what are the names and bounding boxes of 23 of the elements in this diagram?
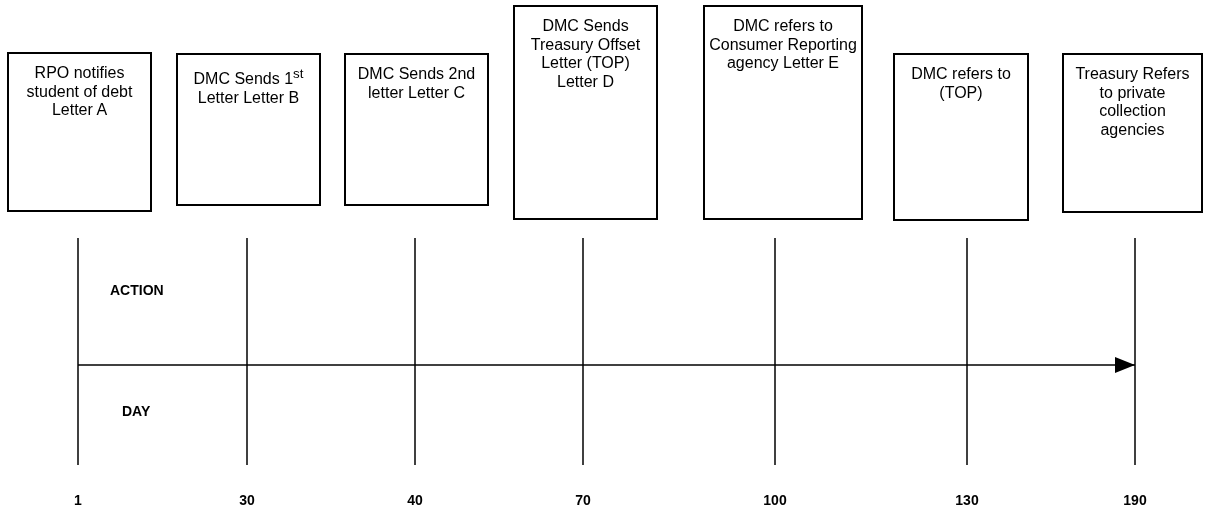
row-heading: ACTION <box>110 282 164 298</box>
event-box <box>893 53 1029 221</box>
day-number: 70 <box>575 492 591 508</box>
event-box <box>176 53 321 206</box>
event-text: Treasury Refers to private collection agencies <box>1074 65 1191 140</box>
event-box <box>1062 53 1203 213</box>
day-number: 1 <box>74 492 82 508</box>
event-text: RPO notifies student of debt Letter A <box>25 64 134 120</box>
event-text: DMC refers to (TOP) <box>910 65 1012 103</box>
event-box <box>344 53 489 206</box>
event-box <box>513 5 658 220</box>
event-text: DMC Sends Treasury Offset Letter (TOP) Letter D <box>529 17 642 92</box>
event-box <box>703 5 863 220</box>
event-text: DMC Sends 2nd letter Letter C <box>356 65 477 103</box>
day-number: 30 <box>239 492 255 508</box>
event-box <box>7 52 152 212</box>
day-number: 130 <box>955 492 979 508</box>
day-number: 190 <box>1123 492 1147 508</box>
day-number: 100 <box>763 492 787 508</box>
event-text: DMC refers to Consumer Reporting agency Letter E <box>709 17 857 73</box>
row-heading: DAY <box>122 403 151 419</box>
event-text: DMC Sends 1$^{st}$ Letter Letter B <box>192 65 305 108</box>
day-number: 40 <box>407 492 423 508</box>
